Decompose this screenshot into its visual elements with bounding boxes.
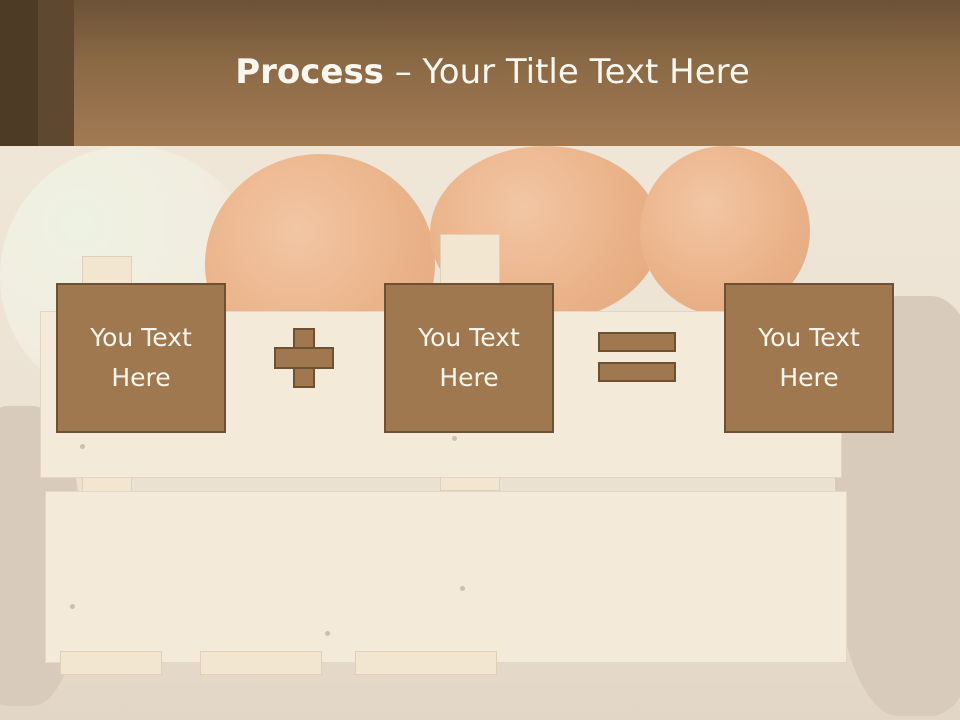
slide-header — [0, 0, 960, 146]
crate-nail — [460, 586, 465, 591]
crate-foot-3 — [355, 651, 497, 675]
process-box-1[interactable]: You Text Here — [56, 283, 226, 433]
equals-icon-top — [598, 332, 676, 352]
plus-icon-core — [295, 349, 313, 367]
title-bold: Process — [235, 52, 384, 92]
crate-nail — [452, 436, 457, 441]
crate-nail — [325, 631, 330, 636]
process-box-2[interactable]: You Text Here — [384, 283, 554, 433]
header-accent-mid — [38, 0, 74, 146]
process-box-3-text: You Text Here — [758, 323, 860, 392]
crate-foot-2 — [200, 651, 322, 675]
process-box-3[interactable]: You Text Here — [724, 283, 894, 433]
process-box-1-text: You Text Here — [90, 323, 192, 392]
equals-icon-bottom — [598, 362, 676, 382]
process-box-2-text: You Text Here — [418, 323, 520, 392]
crate-foot-1 — [60, 651, 162, 675]
slide-title[interactable]: Process – Your Title Text Here — [0, 52, 960, 92]
crate-nail — [80, 444, 85, 449]
crate-bottom-board — [45, 491, 847, 663]
title-rest: – Your Title Text Here — [383, 52, 750, 92]
header-accent-dark — [0, 0, 38, 146]
background-photo — [0, 146, 960, 720]
crate-nail — [70, 604, 75, 609]
